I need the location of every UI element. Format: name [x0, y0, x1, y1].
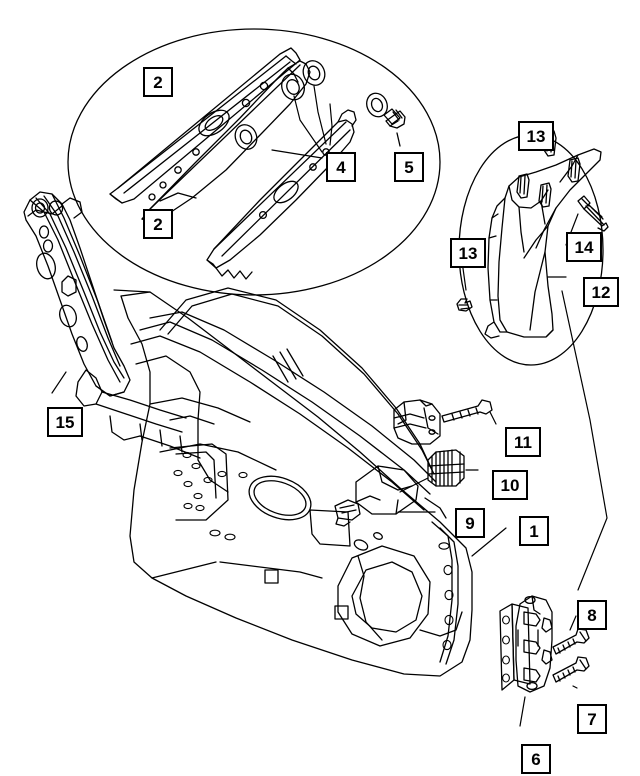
trim-panel-screw — [577, 195, 609, 232]
leader-item-7 — [572, 685, 578, 689]
callout-4[interactable]: 4 — [326, 152, 356, 182]
callout-9[interactable]: 9 — [455, 508, 485, 538]
leader-item-6 — [519, 696, 526, 727]
belt-molding-upper-part — [109, 47, 301, 204]
a-pillar-trim-panel — [484, 148, 602, 339]
striker-bracket-item11 — [393, 399, 441, 445]
wiring-connector-item10 — [427, 449, 465, 487]
leader-item-11 — [489, 411, 497, 425]
hinge-pillar-reinforcement-item15 — [23, 191, 201, 459]
callout-10[interactable]: 10 — [492, 470, 528, 500]
door-shell-main — [120, 287, 473, 677]
door-hinge-assembly-item6 — [499, 595, 553, 693]
striker-bolt-item11 — [441, 399, 493, 423]
callout-5[interactable]: 5 — [394, 152, 424, 182]
callout-2-lower[interactable]: 2 — [143, 209, 173, 239]
leader-item-8 — [569, 615, 577, 631]
connector-hint — [113, 289, 151, 293]
door-check-arm-bracket-detached — [355, 465, 419, 515]
leader-item-1 — [471, 527, 507, 557]
callout-8[interactable]: 8 — [577, 600, 607, 630]
callout-13-lower[interactable]: 13 — [450, 238, 486, 268]
leader-item-15 — [51, 371, 67, 394]
belt-molding-lower-part — [206, 109, 357, 280]
leader-long-right — [561, 290, 608, 591]
hinge-bolt-upper-item8 — [552, 628, 590, 655]
hex-flange-bolt-item5 — [383, 108, 406, 129]
callout-12[interactable]: 12 — [583, 277, 619, 307]
callout-14[interactable]: 14 — [566, 232, 602, 262]
hinge-bolt-lower-item7 — [552, 656, 590, 683]
callout-6[interactable]: 6 — [521, 744, 551, 774]
leader-item-10b — [399, 477, 429, 493]
callout-13-upper[interactable]: 13 — [518, 121, 554, 151]
leader-item-5 — [396, 132, 401, 147]
door-check-bracket — [334, 499, 361, 527]
callout-15[interactable]: 15 — [47, 407, 83, 437]
belt-reinforcement-upper — [141, 60, 311, 222]
callout-2-upper[interactable]: 2 — [143, 67, 173, 97]
callout-11[interactable]: 11 — [505, 427, 541, 457]
callout-1[interactable]: 1 — [519, 516, 549, 546]
callout-7[interactable]: 7 — [577, 704, 607, 734]
leader-lines-item-4 — [271, 85, 333, 159]
grommet-washers — [234, 60, 388, 150]
